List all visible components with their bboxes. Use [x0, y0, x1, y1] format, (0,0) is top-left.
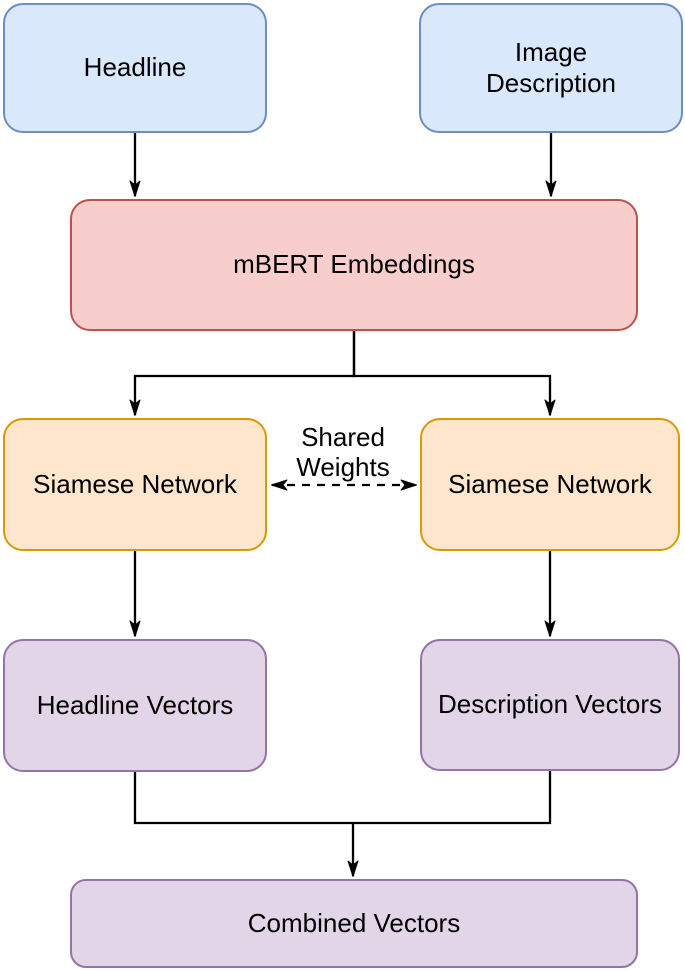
node-combined-vectors-label: Combined Vectors — [247, 907, 461, 938]
node-mbert-embeddings: mBERT Embeddings — [70, 199, 638, 331]
edge-headline-vectors-merge — [133, 772, 353, 825]
node-siamese-network-right: Siamese Network — [420, 418, 680, 551]
node-image-description: Image Description — [419, 3, 683, 133]
edge-mbert-to-siamese-right — [352, 331, 556, 416]
shared-weights-label: Shared Weights — [296, 422, 390, 482]
node-siamese-network-left-label: Siamese Network — [33, 468, 237, 499]
node-siamese-network-right-label: Siamese Network — [448, 468, 652, 499]
edge-description-vectors-merge — [353, 771, 552, 825]
node-image-description-label: Image Description — [485, 36, 617, 98]
edge-mbert-to-siamese-left — [129, 331, 356, 416]
node-headline-label: Headline — [83, 52, 187, 83]
node-description-vectors-label: Description Vectors — [438, 689, 662, 720]
node-siamese-network-left: Siamese Network — [3, 418, 267, 551]
node-headline-vectors: Headline Vectors — [3, 639, 267, 772]
node-headline-vectors-label: Headline Vectors — [36, 689, 234, 720]
node-mbert-embeddings-label: mBERT Embeddings — [233, 249, 475, 280]
node-description-vectors: Description Vectors — [420, 639, 680, 771]
node-headline: Headline — [3, 3, 267, 133]
node-combined-vectors: Combined Vectors — [70, 879, 638, 968]
